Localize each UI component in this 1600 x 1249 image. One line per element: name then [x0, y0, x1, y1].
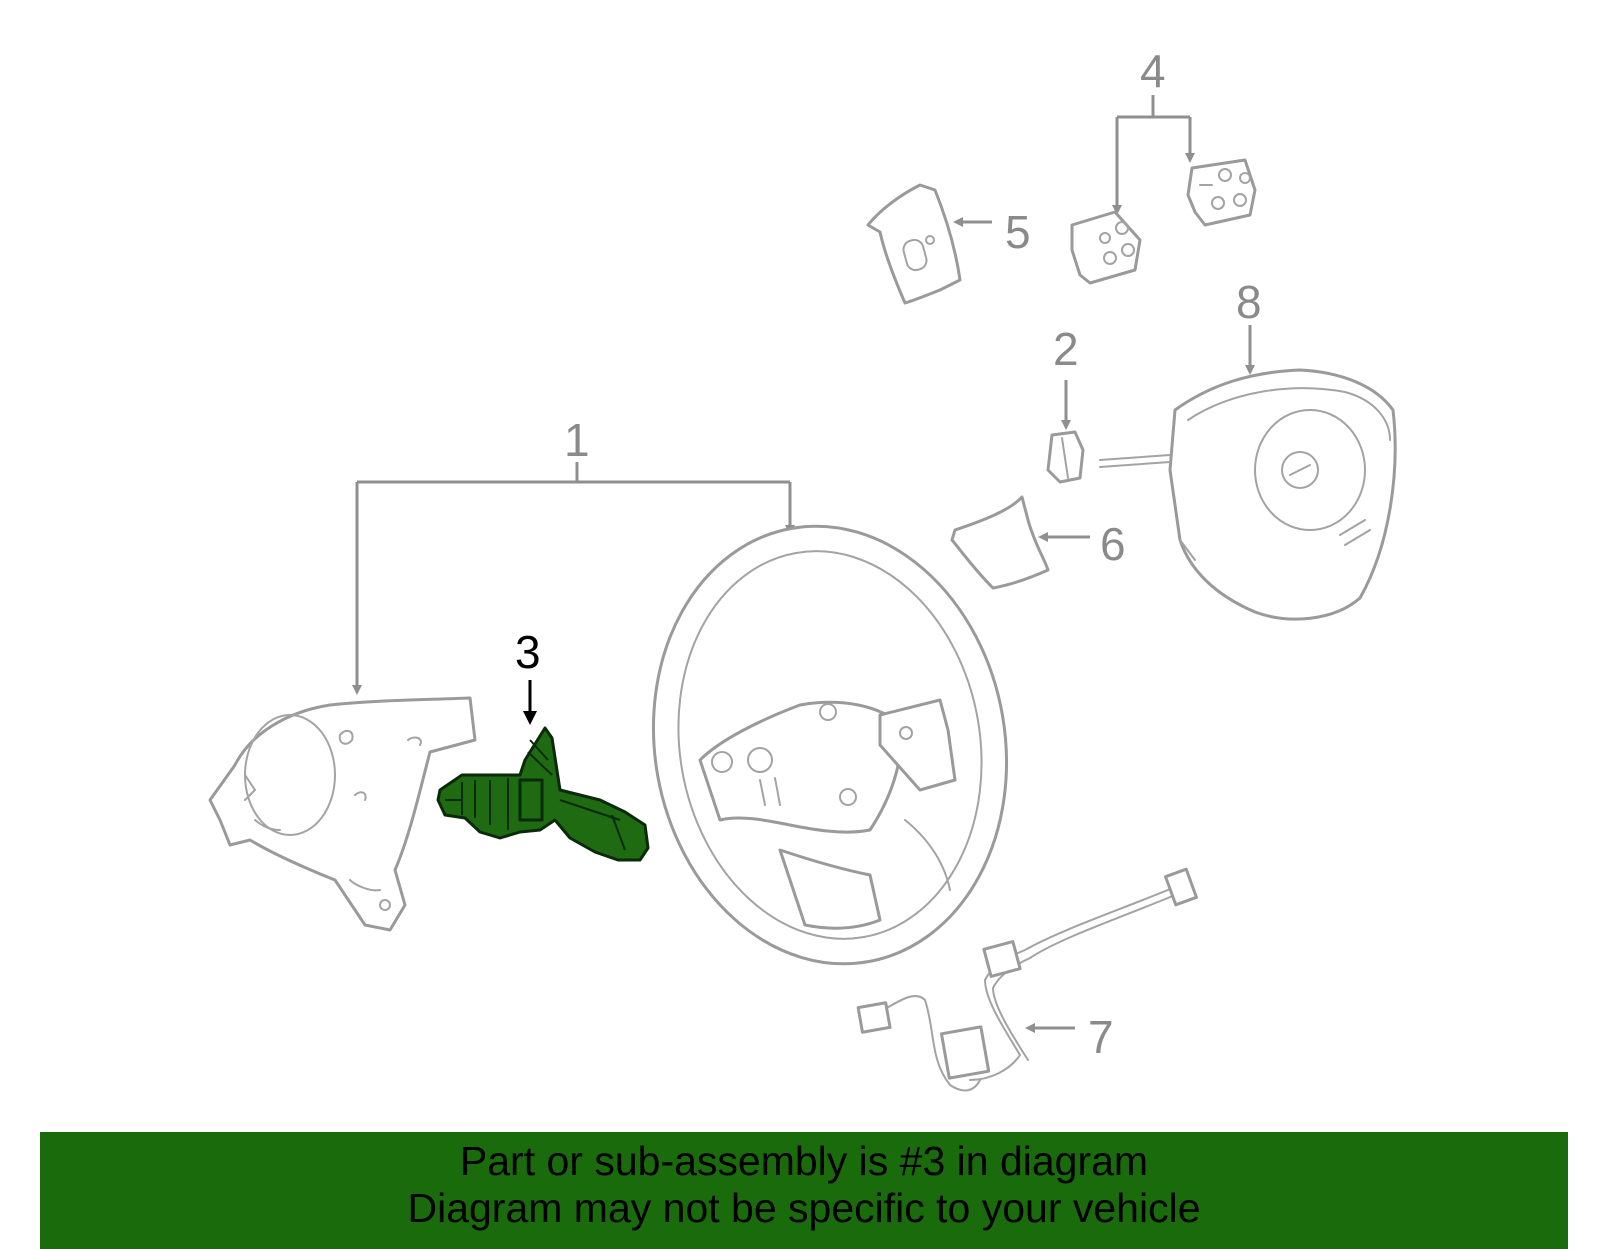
callout-4: 4 [1140, 45, 1166, 97]
callout-1: 1 [564, 414, 590, 466]
steering-wheel-part [651, 524, 1009, 966]
parts-diagram: 1 2 4 [208, 45, 1397, 1092]
callout-8: 8 [1236, 276, 1262, 328]
callout-2: 2 [1053, 323, 1079, 375]
callout-5: 5 [1005, 206, 1031, 258]
leader-1 [352, 462, 795, 695]
switch-plate-part [866, 183, 962, 305]
wiring-harness-part [856, 867, 1198, 1092]
leader-4 [1112, 95, 1195, 215]
column-cover-part [208, 696, 477, 932]
switch-block-left-part [1070, 210, 1142, 285]
switch-assembly-part-3 [436, 726, 650, 862]
hex-cap-part [1046, 430, 1085, 484]
callout-6: 6 [1100, 518, 1126, 570]
callout-7: 7 [1088, 1011, 1114, 1063]
banner-line-1: Part or sub-assembly is #3 in diagram [459, 1138, 1149, 1184]
callout-3: 3 [515, 626, 541, 678]
switch-block-right-part [1186, 158, 1257, 227]
banner-line-2: Diagram may not be specific to your vehi… [407, 1185, 1201, 1231]
info-banner: Part or sub-assembly is #3 in diagram Di… [40, 1132, 1568, 1249]
trim-piece-part [950, 495, 1050, 590]
airbag-module-part [1099, 368, 1397, 621]
